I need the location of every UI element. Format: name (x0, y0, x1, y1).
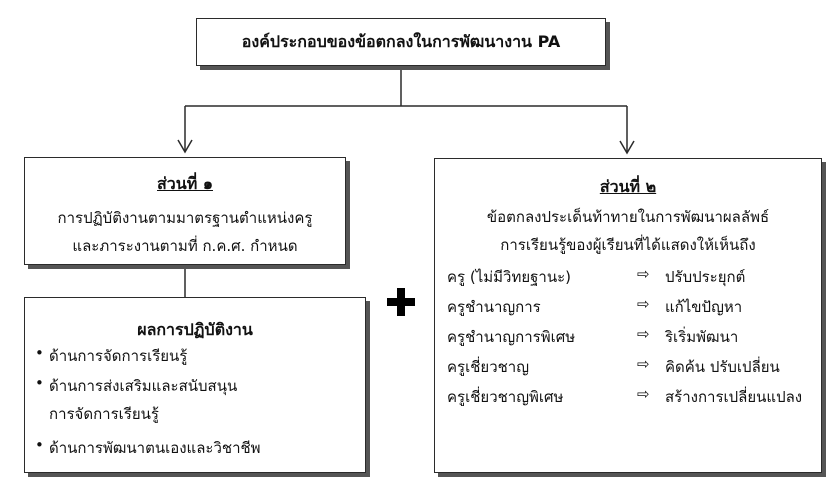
part2-box: ส่วนที่ ๒ ข้อตกลงประเด็นท้าทายในการพัฒนา… (434, 158, 822, 473)
rank-row: ครูชำนาญการพิเศษ ⇨ ริเริ่มพัฒนา (447, 325, 821, 351)
result-item-text: การจัดการเรียนรู้ (49, 405, 159, 423)
right-arrowhead-icon (619, 140, 635, 155)
result-item-text: ด้านการจัดการเรียนรู้ (49, 347, 188, 365)
right-arrow-icon: ⇨ (637, 265, 650, 283)
result-item-text: ด้านการพัฒนาตนเองและวิชาชีพ (49, 439, 261, 457)
rank-row: ครูชำนาญการ ⇨ แก้ไขปัญหา (447, 295, 821, 321)
rank-label: ครูเชี่ยวชาญ (447, 358, 529, 376)
rank-result: ปรับประยุกต์ (665, 268, 746, 286)
right-arrow-icon: ⇨ (637, 385, 650, 403)
bullet-icon: • (35, 344, 44, 362)
rank-label: ครูชำนาญการ (447, 298, 541, 316)
part1-title: ส่วนที่ ๑ (157, 174, 213, 193)
bullet-icon: • (35, 436, 44, 454)
rank-result: คิดค้น ปรับเปลี่ยน (665, 358, 780, 376)
rank-result: ริเริ่มพัฒนา (665, 328, 739, 346)
results-box: ผลการปฏิบัติงาน • ด้านการจัดการเรียนรู้ … (24, 297, 366, 473)
right-arrow-icon: ⇨ (637, 355, 650, 373)
results-title: ผลการปฏิบัติงาน (137, 320, 253, 339)
part1-line2: และภาระงานตามที่ ก.ค.ศ. กำหนด (72, 237, 298, 255)
part2-line2: การเรียนรู้ของผู้เรียนที่ได้แสดงให้เห็นถ… (500, 236, 756, 254)
left-arrowhead-icon (177, 139, 193, 154)
part1-line1: การปฏิบัติงานตามมาตรฐานตำแหน่งครู (57, 209, 313, 227)
right-arrow-icon: ⇨ (637, 295, 650, 313)
part1-box: ส่วนที่ ๑ การปฏิบัติงานตามมาตรฐานตำแหน่ง… (24, 157, 346, 265)
right-arrow-icon: ⇨ (637, 325, 650, 343)
part2-line1: ข้อตกลงประเด็นท้าทายในการพัฒนาผลลัพธ์ (486, 208, 770, 226)
plus-icon (387, 288, 415, 316)
diagram-title: องค์ประกอบของข้อตกลงในการพัฒนางาน PA (241, 31, 561, 51)
rank-label: ครูชำนาญการพิเศษ (447, 328, 576, 346)
result-item-text: ด้านการส่งเสริมและสนับสนุน (49, 377, 238, 395)
top-title-box: องค์ประกอบของข้อตกลงในการพัฒนางาน PA (196, 18, 606, 66)
rank-label: ครู (ไม่มีวิทยฐานะ) (447, 268, 571, 286)
rank-result: สร้างการเปลี่ยนแปลง (665, 388, 803, 406)
rank-result: แก้ไขปัญหา (665, 298, 743, 316)
rank-row: ครู (ไม่มีวิทยฐานะ) ⇨ ปรับประยุกต์ (447, 265, 821, 291)
rank-row: ครูเชี่ยวชาญ ⇨ คิดค้น ปรับเปลี่ยน (447, 355, 821, 381)
rank-label: ครูเชี่ยวชาญพิเศษ (447, 388, 564, 406)
part2-title: ส่วนที่ ๒ (599, 177, 657, 196)
rank-row: ครูเชี่ยวชาญพิเศษ ⇨ สร้างการเปลี่ยนแปลง (447, 385, 821, 411)
bullet-icon: • (35, 374, 44, 392)
